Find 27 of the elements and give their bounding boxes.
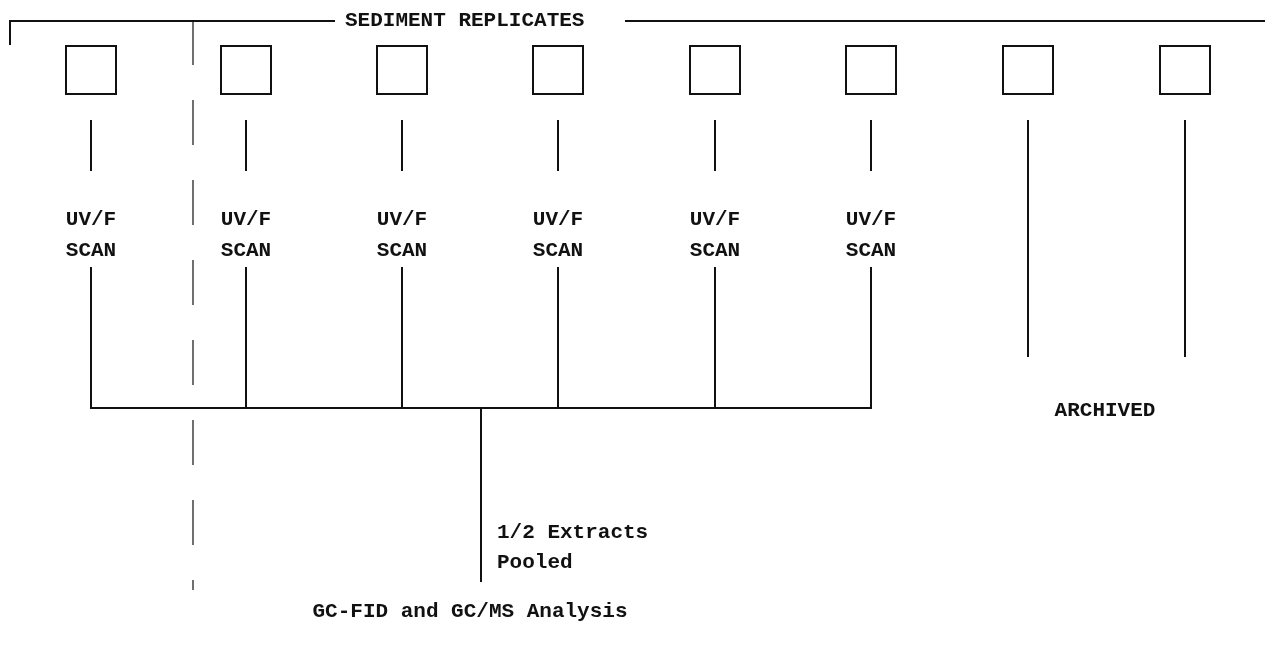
note-text: 1/2 Extracts Pooled bbox=[497, 520, 650, 576]
node-label: UV/F SCAN bbox=[844, 207, 898, 264]
sample-box bbox=[376, 45, 428, 95]
sample-box bbox=[65, 45, 117, 95]
sample-box bbox=[532, 45, 584, 95]
node-label: UV/F SCAN bbox=[531, 207, 585, 264]
connector-line bbox=[245, 119, 247, 172]
sample-box bbox=[689, 45, 741, 95]
node-label: GC-FID and GC/MS Analysis bbox=[312, 598, 628, 625]
node-label: UV/F SCAN bbox=[219, 207, 273, 264]
sample-box bbox=[1002, 45, 1054, 95]
bracket-label: SEDIMENT REPLICATES bbox=[345, 8, 585, 34]
node-label: UV/F SCAN bbox=[688, 207, 742, 264]
connector-line bbox=[1184, 119, 1186, 358]
sample-box bbox=[845, 45, 897, 95]
sample-box bbox=[220, 45, 272, 95]
connector-line bbox=[401, 119, 403, 172]
connector-line bbox=[557, 119, 559, 172]
sample-box bbox=[1159, 45, 1211, 95]
connector-line bbox=[480, 266, 872, 583]
node-label: UV/F SCAN bbox=[64, 207, 118, 264]
node-label: ARCHIVED bbox=[1054, 397, 1156, 424]
connector-line bbox=[870, 119, 872, 172]
node-label: UV/F SCAN bbox=[375, 207, 429, 264]
connector-line bbox=[714, 119, 716, 172]
connector-line bbox=[90, 119, 92, 172]
connector-line bbox=[1027, 119, 1029, 358]
